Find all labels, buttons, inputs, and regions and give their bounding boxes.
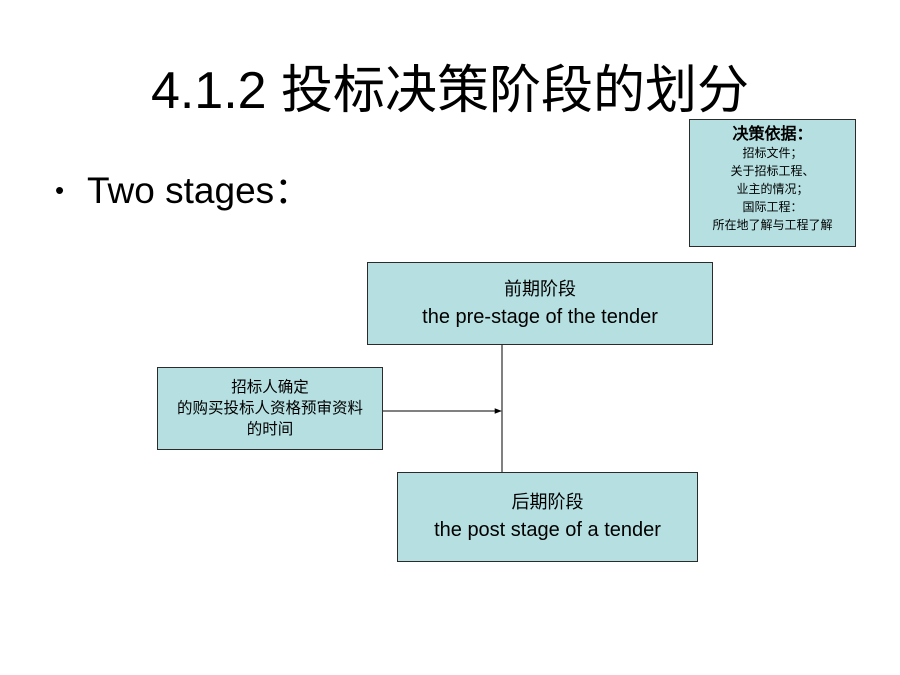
pre-stage-en-label: the pre-stage of the tender xyxy=(422,305,658,328)
decision-basis-line: 关于招标工程、 xyxy=(730,164,815,178)
bullet-dot-icon: • xyxy=(55,175,65,205)
time-point-line: 的时间 xyxy=(246,420,294,438)
decision-basis-line: 所在地了解与工程了解 xyxy=(712,218,833,232)
bullet-item: • Two stages： xyxy=(55,168,311,213)
time-point-line: 招标人确定 xyxy=(231,378,309,396)
post-stage-box: 后期阶段 the post stage of a tender xyxy=(397,472,698,562)
decision-basis-box: 决策依据： 招标文件； 关于招标工程、 业主的情况； 国际工程： 所在地了解与工… xyxy=(689,119,856,247)
pre-stage-box: 前期阶段 the pre-stage of the tender xyxy=(367,262,713,345)
post-stage-cn-label: 后期阶段 xyxy=(511,492,584,513)
time-point-box: 招标人确定 的购买投标人资格预审资料 的时间 xyxy=(157,367,383,450)
decision-basis-heading: 决策依据： xyxy=(732,124,813,143)
slide-title: 4.1.2 投标决策阶段的划分 xyxy=(150,62,750,120)
decision-basis-line: 招标文件； xyxy=(742,146,803,160)
decision-basis-line: 业主的情况； xyxy=(736,182,809,196)
decision-basis-line: 国际工程： xyxy=(742,200,803,214)
post-stage-en-label: the post stage of a tender xyxy=(434,519,661,541)
time-point-line: 的购买投标人资格预审资料 xyxy=(176,399,363,417)
pre-stage-cn-label: 前期阶段 xyxy=(504,278,576,300)
bullet-text: Two stages： xyxy=(87,170,312,211)
